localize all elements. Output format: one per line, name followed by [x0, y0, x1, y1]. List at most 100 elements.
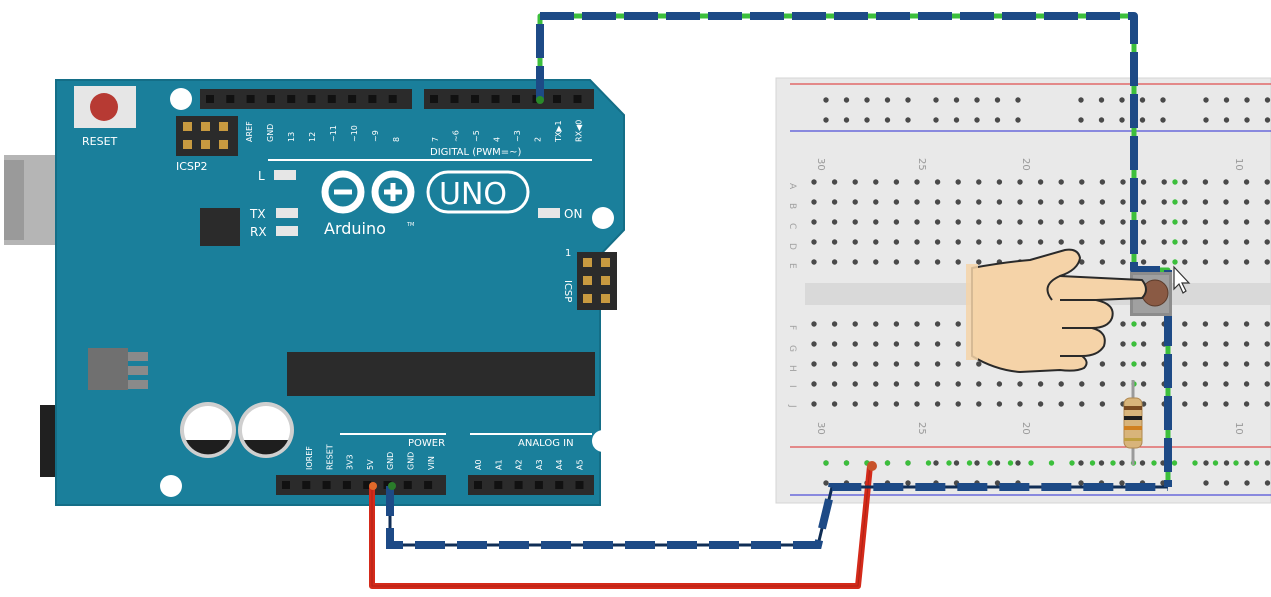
mounting-hole: [592, 207, 614, 229]
header-pin-hole: [514, 481, 523, 489]
breadboard-hole: [811, 259, 817, 265]
header-pin-hole: [368, 95, 377, 103]
digital-pin-label: ~5: [472, 130, 481, 142]
usb-port-inner: [4, 160, 24, 240]
breadboard-hole: [1120, 199, 1126, 205]
rail-hole: [1264, 117, 1271, 123]
breadboard-hole: [1037, 179, 1044, 185]
rail-hole: [905, 97, 911, 103]
digital-pin-label: AREF: [245, 121, 254, 142]
breadboard-hole: [976, 381, 982, 387]
breadboard-hole: [955, 199, 961, 205]
breadboard-hole: [955, 341, 961, 347]
breadboard-hole: [934, 179, 941, 185]
breadboard-hole: [1120, 341, 1126, 347]
breadboard-hole: [1058, 381, 1064, 387]
icsp-pin-one-label: 1: [565, 248, 571, 259]
breadboard-hole: [893, 361, 900, 367]
rail-hole: [1203, 117, 1209, 123]
breadboard-hole: [831, 361, 838, 367]
analog-header: [468, 475, 594, 495]
breadboard-hole: [1264, 179, 1270, 185]
rail-hole: [1098, 460, 1105, 466]
connected-rail-hole: [1028, 460, 1034, 466]
breadboard-hole: [1140, 321, 1147, 327]
header-pin-hole: [553, 95, 561, 103]
breadboard-hole: [893, 219, 900, 225]
breadboard-hole: [1161, 219, 1167, 225]
breadboard-hole: [1017, 199, 1023, 205]
power-pin-label: GND: [407, 452, 416, 470]
breadboard-hole: [873, 401, 879, 407]
breadboard-hole: [1058, 401, 1064, 407]
breadboard-hole: [1058, 179, 1064, 185]
rx-led: [276, 226, 298, 236]
breadboard-hole: [1223, 259, 1229, 265]
header-pin-hole: [534, 481, 543, 489]
breadboard-hole: [1264, 401, 1270, 407]
brand-label: Arduino: [324, 219, 386, 238]
wire-end-5v: [867, 461, 877, 471]
breadboard-hole: [914, 179, 920, 185]
rail-hole: [1160, 97, 1166, 103]
header-pin-hole: [246, 95, 255, 103]
breadboard-hole: [893, 179, 900, 185]
row-letter-f: F: [787, 325, 797, 330]
breadboard-hole: [1037, 239, 1044, 245]
breadboard-hole: [1140, 199, 1147, 205]
breadboard-hole: [852, 219, 858, 225]
uno-label: UNO: [439, 177, 507, 212]
connected-rail-hole: [1171, 460, 1178, 466]
rail-hole: [823, 117, 829, 123]
digital-header-left: [200, 89, 412, 109]
breadboard-hole: [1058, 199, 1064, 205]
rail-hole: [1078, 117, 1084, 123]
breadboard-hole: [1243, 321, 1250, 327]
rail-hole: [1139, 460, 1146, 466]
digital-pin-label: 12: [308, 132, 317, 142]
rail-hole: [1078, 460, 1084, 466]
rail-hole: [1078, 97, 1084, 103]
breadboard-hole: [1099, 381, 1106, 387]
breadboard-hole: [914, 239, 920, 245]
rail-hole: [823, 97, 829, 103]
row-letter-g: G: [787, 345, 797, 352]
digital-pin-label: 7: [431, 137, 440, 142]
connected-rail-hole: [987, 460, 993, 466]
power-pin-label: VIN: [427, 456, 436, 470]
logo-plus-ring: [371, 170, 415, 214]
rail-hole: [1244, 117, 1250, 123]
connected-rail-hole: [884, 460, 891, 466]
connected-hole: [1131, 321, 1137, 327]
rail-hole: [953, 97, 960, 103]
column-number-10-top: 10: [1233, 158, 1244, 171]
connected-hole: [1172, 179, 1178, 185]
breadboard-hole: [1120, 361, 1126, 367]
mounting-hole: [160, 475, 182, 497]
breadboard-hole: [1264, 259, 1270, 265]
on-led: [538, 208, 560, 218]
breadboard-hole: [811, 361, 817, 367]
breadboard-hole: [1223, 199, 1229, 205]
breadboard-hole: [811, 219, 817, 225]
breadboard-hole: [1140, 341, 1147, 347]
breadboard-hole: [914, 219, 920, 225]
breadboard-hole: [1243, 239, 1250, 245]
breadboard-hole: [1182, 321, 1188, 327]
power-pin-label: GND: [386, 452, 395, 470]
column-number-25-top: 25: [916, 158, 927, 171]
breadboard-hole: [955, 239, 961, 245]
header-pin-hole: [474, 481, 482, 489]
breadboard-hole: [1079, 179, 1085, 185]
rail-hole: [905, 117, 911, 123]
breadboard-hole: [831, 219, 838, 225]
analog-pin-label: A0: [474, 459, 483, 470]
rail-hole: [1203, 480, 1209, 486]
icsp2-label: ICSP2: [176, 160, 208, 173]
breadboard-hole: [976, 179, 982, 185]
digital-header-right: [424, 89, 594, 109]
connected-rail-hole: [925, 460, 932, 466]
bottom-header-holes: [282, 481, 584, 489]
breadboard-hole: [893, 321, 900, 327]
